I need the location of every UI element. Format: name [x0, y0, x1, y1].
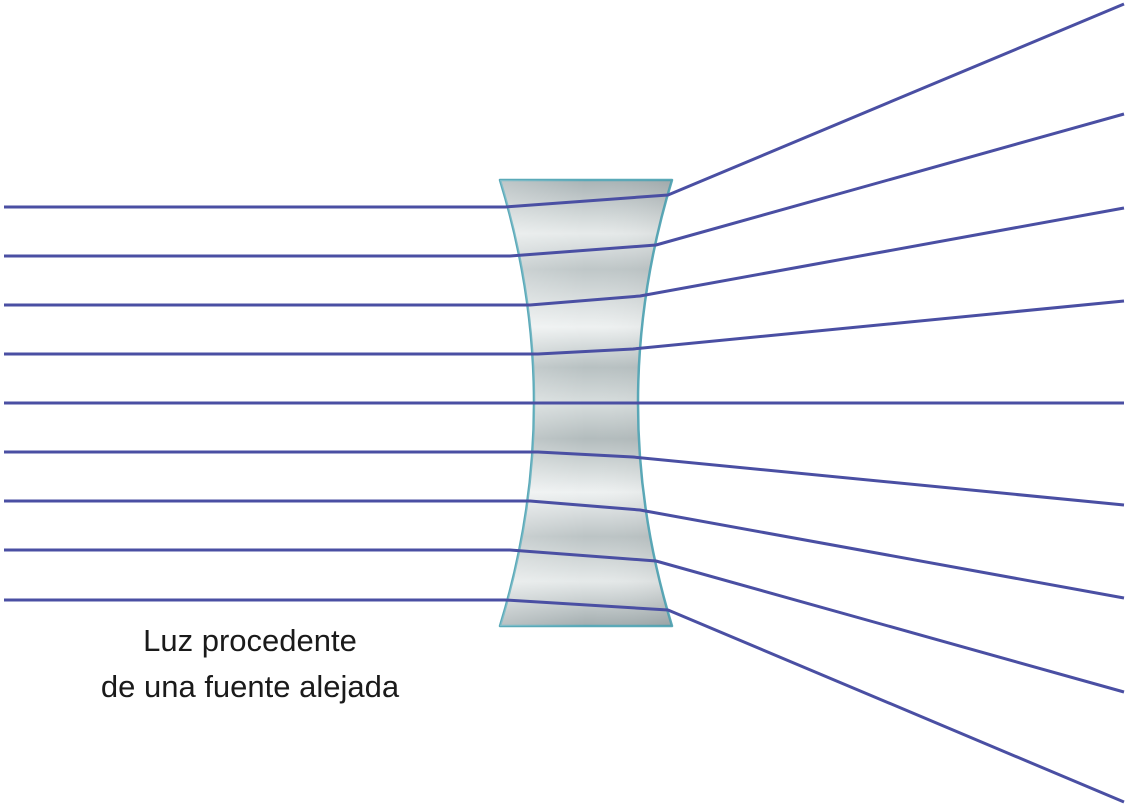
source-caption: Luz procedente de una fuente alejada [40, 618, 460, 710]
ray-2 [4, 112, 1125, 258]
ray-8 [4, 548, 1125, 694]
ray-3 [4, 206, 1125, 307]
ray-6 [4, 450, 1125, 507]
ray-4 [4, 299, 1125, 356]
ray-7 [4, 499, 1125, 600]
ray-1 [4, 2, 1125, 209]
caption-line-2: de una fuente alejada [100, 669, 400, 704]
ray-9 [4, 598, 1125, 804]
caption-line-1: Luz procedente [143, 623, 357, 658]
light-rays [4, 2, 1125, 804]
